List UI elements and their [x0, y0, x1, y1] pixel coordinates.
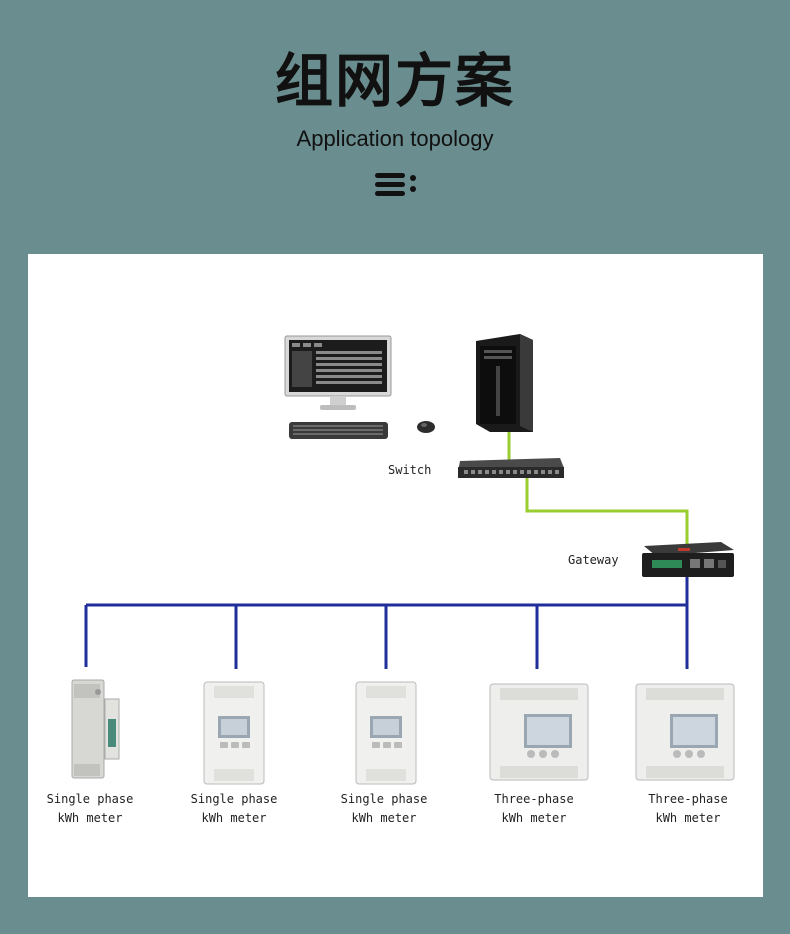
page-title: 组网方案 [274, 47, 515, 115]
ethernet-link-switch-gateway [525, 476, 689, 544]
meter-5-icon [635, 683, 735, 781]
meter-2-icon [203, 681, 265, 785]
server-icon [476, 334, 533, 432]
switch-icon [458, 458, 564, 478]
gateway-label: Gateway [568, 553, 619, 567]
gateway-icon [642, 542, 734, 577]
menu-list-icon [375, 173, 416, 196]
topology-diagram [71, 334, 735, 785]
page-subtitle: Application topology [296, 126, 494, 151]
computer-icon [284, 335, 435, 439]
meter-3-icon [355, 681, 417, 785]
meter-4-icon [489, 683, 589, 781]
switch-label: Switch [388, 463, 432, 477]
meter-1-icon [71, 679, 120, 779]
